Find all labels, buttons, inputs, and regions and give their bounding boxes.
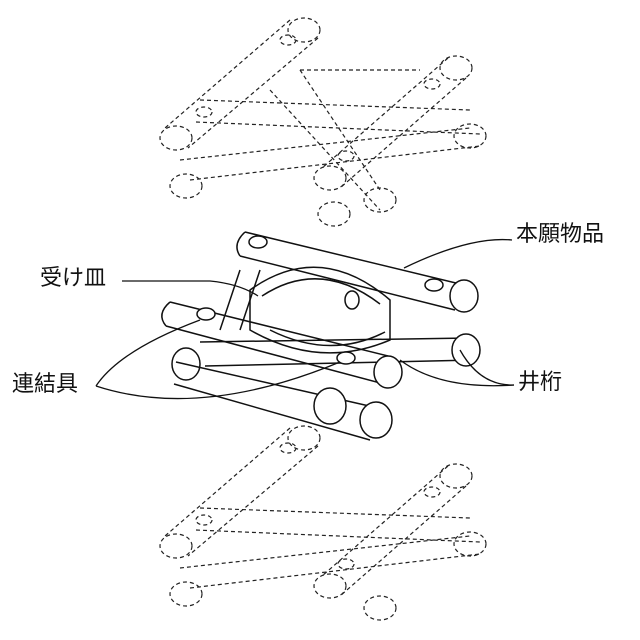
label-product: 本願物品 <box>516 224 604 246</box>
leader-frame-2 <box>400 360 514 386</box>
upper-phantom-frame <box>160 18 486 226</box>
label-tray: 受け皿 <box>40 268 106 290</box>
leader-connector-2 <box>96 362 340 399</box>
lower-phantom-frame <box>160 426 486 620</box>
leader-tray <box>122 281 258 296</box>
label-connector: 連結具 <box>12 374 78 396</box>
main-assembly <box>162 232 480 440</box>
label-frame: 井桁 <box>518 372 562 394</box>
leader-product <box>404 240 512 268</box>
